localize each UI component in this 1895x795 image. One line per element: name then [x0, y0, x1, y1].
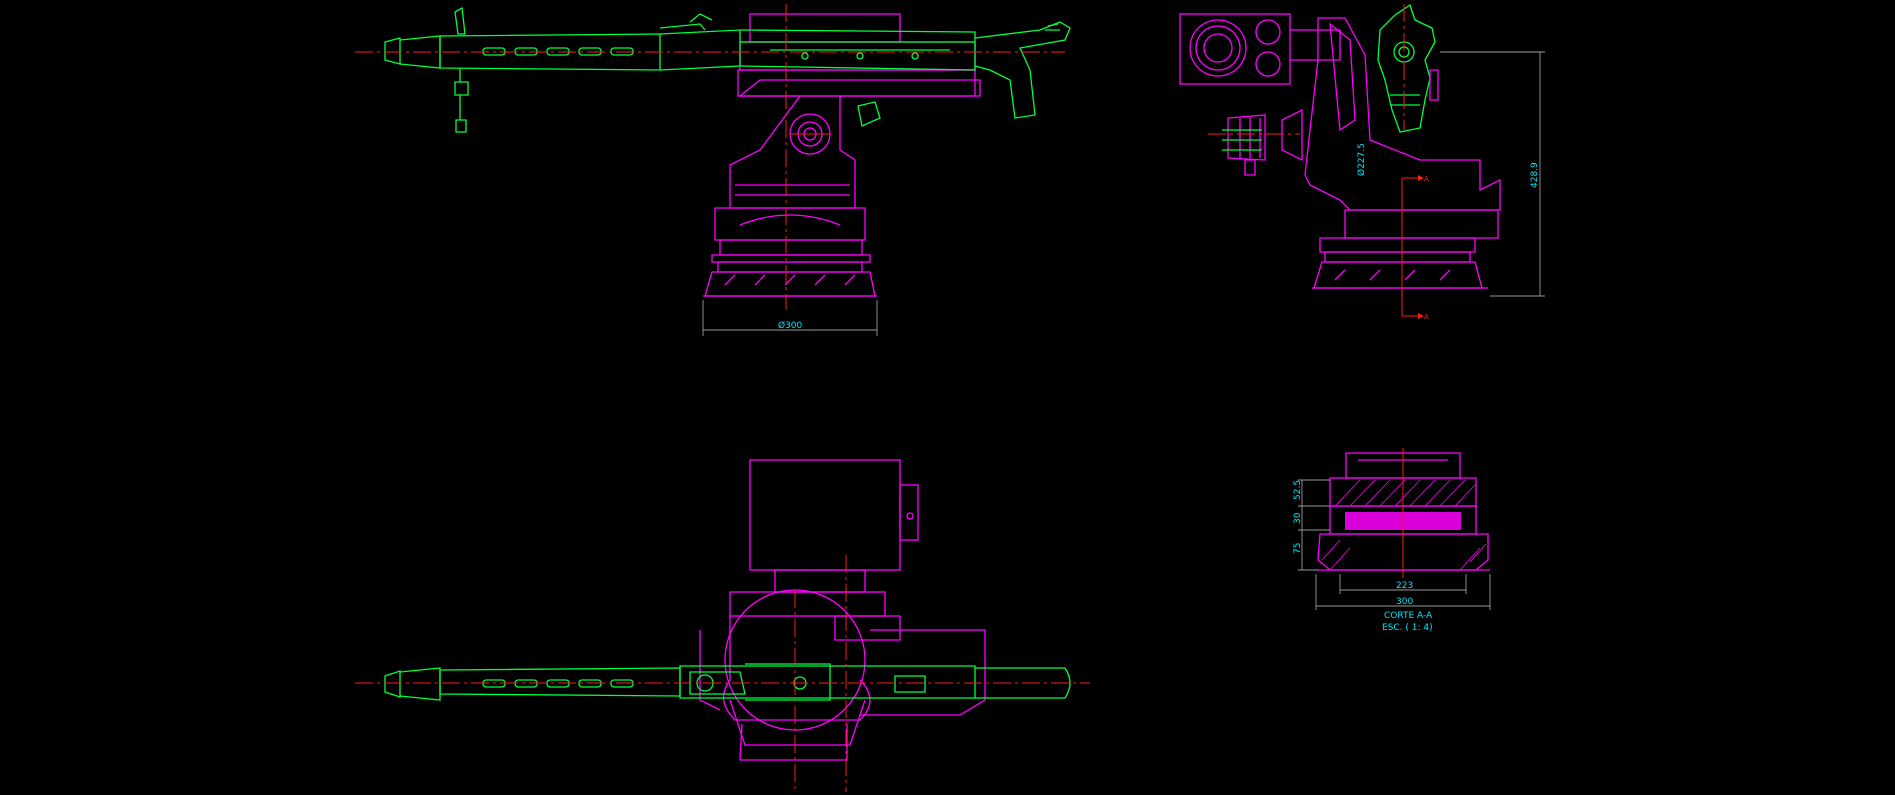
section-scale: ESC. ( 1: 4) — [1382, 623, 1433, 633]
side-view-base-dimension: Ø300 — [702, 300, 878, 336]
inner-width-label: 223 — [1396, 581, 1413, 591]
end-view-gearbox — [1227, 114, 1266, 161]
section-hatching — [1334, 479, 1476, 507]
section-mark-top: A — [1424, 175, 1429, 183]
top-view-feed-box — [749, 459, 901, 571]
section-horizontal-dimensions: 223 300 — [1315, 574, 1491, 610]
top-view-gun — [384, 663, 1071, 701]
base-diameter-label: Ø300 — [778, 320, 803, 331]
end-view: A A 428.9 Ø227.5 — [1179, 3, 1545, 321]
height-label: 428.9 — [1530, 162, 1540, 188]
side-view: Ø300 — [355, 4, 1071, 336]
end-view-yoke — [1304, 17, 1501, 211]
end-view-feed-box — [1179, 13, 1291, 85]
side-view-feed-cover — [749, 13, 901, 43]
side-view-gun — [384, 6, 1071, 133]
dim-top-label: 52.5 — [1293, 480, 1303, 500]
dim-low-label: 75 — [1293, 543, 1303, 554]
bore-diameter-label: Ø227.5 — [1356, 143, 1367, 176]
end-view-gun-section — [1222, 3, 1436, 151]
outer-width-label: 300 — [1396, 597, 1413, 607]
section-title: CORTE A-A — [1384, 611, 1433, 621]
section-vertical-dimensions: 52.5 30 75 — [1293, 479, 1330, 571]
side-view-pedestal — [703, 69, 981, 297]
top-view — [355, 459, 1090, 792]
end-view-height-dimension: 428.9 — [1440, 51, 1545, 297]
dim-mid-label: 30 — [1293, 512, 1303, 524]
section-mark-bottom: A — [1424, 313, 1429, 321]
section-view: 52.5 30 75 223 300 CORTE A-A ESC. ( 1: 4… — [1293, 448, 1491, 633]
